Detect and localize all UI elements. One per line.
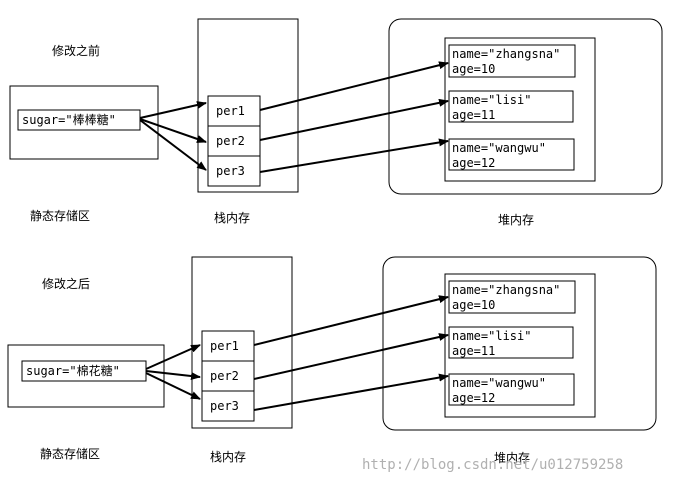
arrow-sugar-to-per2 (139, 118, 207, 143)
heap-object-1 (448, 44, 576, 78)
arrow-per3-to-object3 (259, 138, 449, 173)
stack-area-box (197, 18, 299, 193)
heap-object-1-name: name="zhangsna" (452, 47, 560, 61)
heap-label: 堆内存 (494, 451, 530, 465)
heap-object-1-age: age=10 (452, 62, 495, 76)
heap-object-3-age: age=12 (452, 156, 495, 170)
stack-label-per3: per3 (210, 399, 239, 413)
heading-after: 修改之后 (42, 276, 90, 291)
arrow-sugar-to-per3 (139, 119, 207, 171)
stack-item-per3 (201, 390, 255, 422)
heap-label: 堆内存 (498, 213, 534, 227)
static-area-box (9, 85, 159, 160)
stack-label: 栈内存 (210, 449, 246, 464)
heap-object-3-name: name="wangwu" (452, 141, 546, 155)
heap-object-3 (448, 373, 575, 406)
sugar-value: sugar="棒棒糖" (22, 112, 116, 127)
static-area-box (7, 344, 165, 408)
heap-area-box (382, 256, 657, 431)
arrow-sugar-to-per3 (145, 372, 201, 400)
arrow-per2-to-object2 (259, 98, 449, 141)
arrow-per1-to-object1 (253, 295, 449, 346)
heap-object-2 (448, 90, 574, 123)
heap-area-box (388, 18, 663, 195)
stack-label: 栈内存 (214, 210, 250, 225)
heap-object-1-name: name="zhangsna" (452, 283, 560, 297)
heading-before: 修改之前 (52, 43, 100, 58)
stack-label-per1: per1 (216, 104, 245, 118)
stack-label-per3: per3 (216, 164, 245, 178)
arrow-per3-to-object3 (253, 373, 449, 411)
stack-label-per2: per2 (210, 369, 239, 383)
heap-object-3 (448, 138, 575, 171)
arrow-per1-to-object1 (259, 61, 449, 111)
sugar-value: sugar="棉花糖" (26, 363, 120, 378)
heap-object-1-age: age=10 (452, 298, 495, 312)
static-label: 静态存储区 (30, 208, 90, 223)
heap-object-2-age: age=11 (452, 344, 495, 358)
stack-area-box (191, 256, 293, 429)
arrow-sugar-to-per2 (145, 370, 201, 380)
heap-object-2-name: name="lisi" (452, 329, 531, 343)
stack-label-per1: per1 (210, 339, 239, 353)
arrow-per2-to-object2 (253, 333, 449, 380)
heap-object-3-name: name="wangwu" (452, 376, 546, 390)
heap-object-3-age: age=12 (452, 391, 495, 405)
heap-inner-box (444, 273, 596, 418)
static-label: 静态存储区 (40, 446, 100, 461)
heap-object-1 (448, 280, 576, 314)
heap-object-2 (448, 326, 574, 359)
heap-inner-box (444, 37, 596, 182)
arrow-sugar-to-per1 (145, 344, 201, 370)
section-after: 修改之后 sugar="棉花糖" 静态存储区 per1 per2 per3 栈内… (7, 256, 657, 465)
stack-label-per2: per2 (216, 134, 245, 148)
section-before: 修改之前 sugar="棒棒糖" 静态存储区 per1 per2 per3 栈内… (9, 18, 663, 227)
watermark: http://blog.csdn.net/u012759258 (362, 457, 623, 473)
arrow-sugar-to-per1 (139, 101, 207, 119)
heap-object-2-name: name="lisi" (452, 93, 531, 107)
heap-object-2-age: age=11 (452, 108, 495, 122)
